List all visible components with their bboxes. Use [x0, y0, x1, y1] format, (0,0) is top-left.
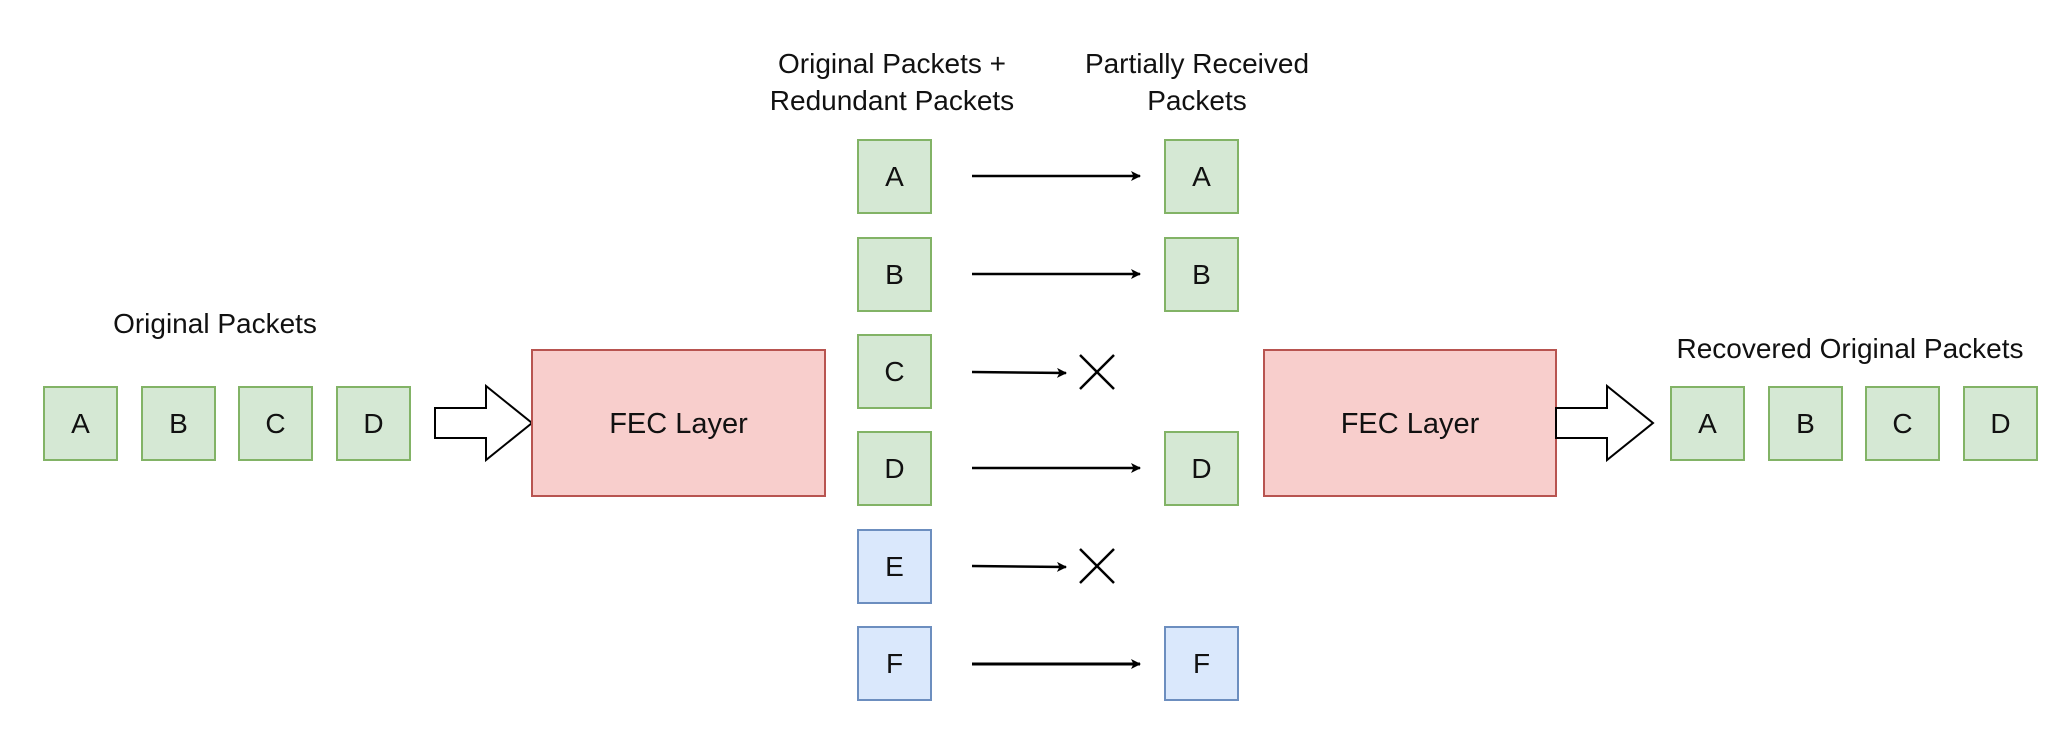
- svg-text:F: F: [886, 648, 903, 679]
- svg-text:A: A: [71, 408, 90, 439]
- transmitted-packet: D: [857, 431, 932, 506]
- transmitted-packet-redundant: E: [857, 529, 932, 604]
- transmitted-packet: C: [857, 334, 932, 409]
- transmitted-packets-column: A B C D E F: [857, 139, 932, 701]
- transmitted-packet-redundant: F: [857, 626, 932, 701]
- packet-lost-icon: [1079, 548, 1115, 584]
- received-packets-label-line1: Partially Received: [1085, 48, 1309, 79]
- lost-arrow: [971, 367, 1067, 378]
- received-packet-redundant: F: [1164, 626, 1239, 701]
- svg-text:D: D: [1990, 408, 2010, 439]
- svg-text:A: A: [1192, 161, 1211, 192]
- svg-text:D: D: [884, 453, 904, 484]
- recovered-packet: C: [1865, 386, 1940, 461]
- lost-arrow: [971, 561, 1067, 572]
- svg-text:B: B: [169, 408, 188, 439]
- transmitted-packet: B: [857, 237, 932, 312]
- received-packets-label-line2: Packets: [1147, 85, 1247, 116]
- recovered-packet: B: [1768, 386, 1843, 461]
- sent-packets-label-line2: Redundant Packets: [770, 85, 1014, 116]
- received-packet: B: [1164, 237, 1239, 312]
- original-packets-row: A B C D: [43, 386, 411, 461]
- recovered-packet: A: [1670, 386, 1745, 461]
- recovered-packets-row: A B C D: [1670, 386, 2038, 461]
- recovered-packet: D: [1963, 386, 2038, 461]
- original-packet: D: [336, 386, 411, 461]
- svg-text:C: C: [884, 356, 904, 387]
- fec-encoder: FEC Layer: [531, 349, 826, 497]
- svg-text:D: D: [363, 408, 383, 439]
- fec-encoder-label: FEC Layer: [609, 408, 748, 440]
- svg-text:A: A: [885, 161, 904, 192]
- original-packet: C: [238, 386, 313, 461]
- recovered-packets-label: Recovered Original Packets: [1676, 333, 2023, 364]
- svg-text:C: C: [1892, 408, 1912, 439]
- received-packet: D: [1164, 431, 1239, 506]
- fec-decoder-label: FEC Layer: [1341, 408, 1480, 440]
- svg-text:E: E: [885, 551, 904, 582]
- svg-text:A: A: [1698, 408, 1717, 439]
- original-packet: A: [43, 386, 118, 461]
- original-packet: B: [141, 386, 216, 461]
- svg-text:B: B: [1192, 259, 1211, 290]
- encoder-input-arrow: [434, 383, 534, 463]
- received-packet: A: [1164, 139, 1239, 214]
- svg-text:B: B: [1796, 408, 1815, 439]
- packet-lost-icon: [1079, 354, 1115, 390]
- fec-decoder: FEC Layer: [1263, 349, 1557, 497]
- decoder-output-arrow: [1555, 383, 1655, 463]
- svg-text:C: C: [265, 408, 285, 439]
- received-packets-column: A B D F: [1164, 139, 1239, 701]
- svg-text:D: D: [1191, 453, 1211, 484]
- sent-packets-label-line1: Original Packets +: [778, 48, 1006, 79]
- transmitted-packet: A: [857, 139, 932, 214]
- original-packets-label: Original Packets: [113, 308, 317, 339]
- svg-text:F: F: [1193, 648, 1210, 679]
- svg-text:B: B: [885, 259, 904, 290]
